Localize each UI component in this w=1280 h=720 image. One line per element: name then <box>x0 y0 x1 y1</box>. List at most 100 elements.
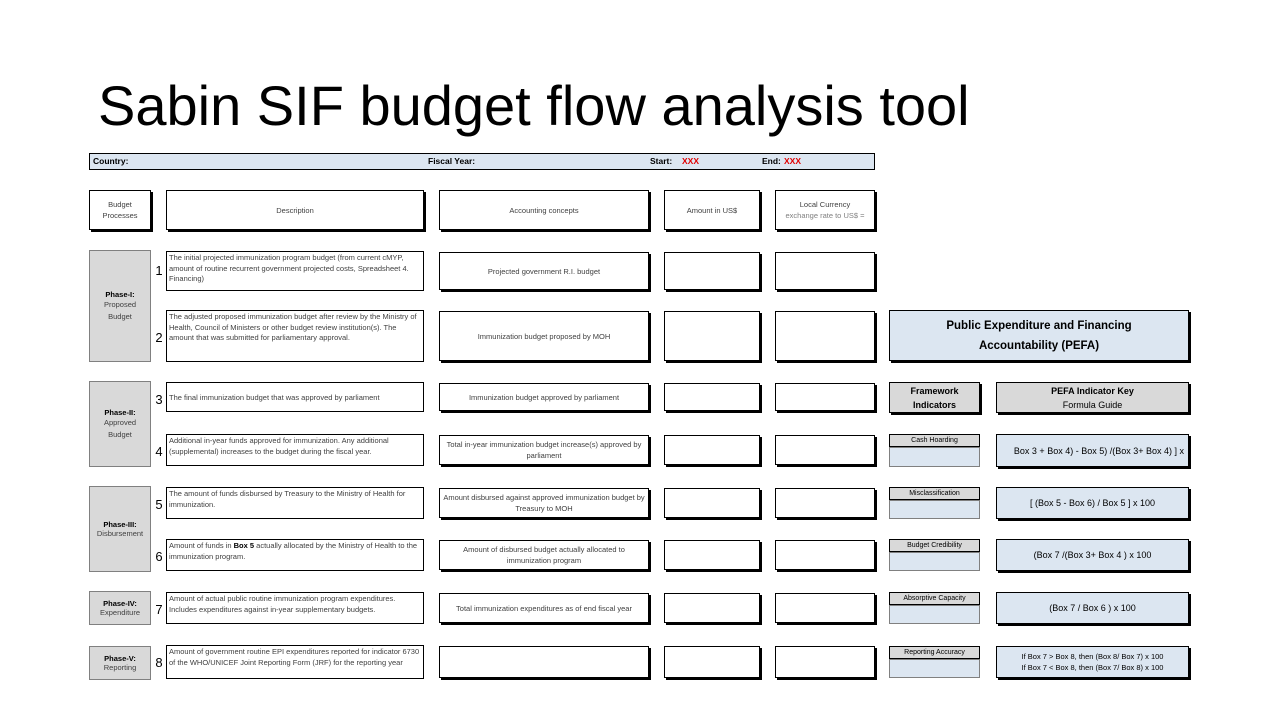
local-currency-input[interactable] <box>775 311 875 361</box>
row-description: The final immunization budget that was a… <box>166 382 424 412</box>
phase-2-box: Phase-II: Approved Budget <box>89 381 151 467</box>
indicator-formula: (Box 7 /(Box 3+ Box 4 ) x 100 <box>996 539 1189 571</box>
row-number: 3 <box>155 392 163 407</box>
start-label: Start: <box>650 156 673 166</box>
pefa-title-line2: Accountability (PEFA) <box>978 339 1100 352</box>
phase-3-title: Phase-III: <box>103 520 137 529</box>
indicator-value-field[interactable] <box>889 605 980 624</box>
row-concept-text: Total immunization expenditures as of en… <box>456 603 632 613</box>
amount-usd-input[interactable] <box>664 540 760 570</box>
row-number: 5 <box>155 497 163 512</box>
local-currency-input[interactable] <box>775 435 875 465</box>
header-bar: Country: Fiscal Year: Start: XXX End: XX… <box>89 153 875 170</box>
pefa-title-box: Public Expenditure and Financing Account… <box>889 310 1189 361</box>
row-description-text: Amount of funds in <box>169 541 234 550</box>
pefa-title-line1: Public Expenditure and Financing <box>946 319 1132 332</box>
local-currency-input[interactable] <box>775 252 875 290</box>
indicator-value-field[interactable] <box>889 500 980 519</box>
row-description: Amount of government routine EPI expendi… <box>166 645 424 679</box>
local-currency-input[interactable] <box>775 646 875 678</box>
framework-label-line2: Indicators <box>912 399 956 410</box>
indicator-value-field[interactable] <box>889 659 980 678</box>
indicator-value-field[interactable] <box>889 552 980 571</box>
col-exchange-rate-label: exchange rate to US$ = <box>785 211 865 220</box>
page-title: Sabin SIF budget flow analysis tool <box>98 74 970 137</box>
row-number: 1 <box>155 263 163 278</box>
local-currency-input[interactable] <box>775 488 875 518</box>
phase-2-title: Phase-II: <box>104 407 136 417</box>
col-amount: Amount in US$ <box>664 190 760 230</box>
phase-5-box: Phase-V: Reporting <box>89 646 151 680</box>
phase-1-sub: Proposed Budget <box>103 299 137 321</box>
local-currency-input[interactable] <box>775 593 875 623</box>
row-concept-text: Total in-year immunization budget increa… <box>446 440 642 460</box>
indicator-label: Budget Credibility <box>889 539 980 552</box>
start-value: XXX <box>682 156 700 166</box>
pefa-key-line2: Formula Guide <box>1062 399 1123 410</box>
phase-1-box: Phase-I: Proposed Budget <box>89 250 151 362</box>
row-description: Additional in-year funds approved for im… <box>166 434 424 466</box>
row-number: 8 <box>155 655 163 670</box>
amount-usd-input[interactable] <box>664 383 760 411</box>
indicator-label: Absorptive Capacity <box>889 592 980 605</box>
row-concept-text: Immunization budget proposed by MOH <box>477 331 611 341</box>
pefa-key-line1: PEFA Indicator Key <box>1051 385 1134 396</box>
row-concept <box>439 646 649 678</box>
row-description-bold: Box 5 <box>233 541 255 550</box>
row-number: 4 <box>155 444 163 459</box>
amount-usd-input[interactable] <box>664 488 760 518</box>
phase-3-sub: Disbursement <box>96 529 144 538</box>
fiscal-year-label: Fiscal Year: <box>428 156 476 166</box>
indicator-label: Reporting Accuracy <box>889 646 980 659</box>
amount-usd-input[interactable] <box>664 435 760 465</box>
amount-usd-input[interactable] <box>664 646 760 678</box>
phase-5-sub: Reporting <box>103 663 137 672</box>
row-concept-text: Amount of disbursed budget actually allo… <box>463 545 625 565</box>
row-description: Amount of funds in Box 5 actually alloca… <box>166 539 424 571</box>
phase-2-sub: Approved Budget <box>103 417 137 439</box>
row-concept-text: Immunization budget approved by parliame… <box>468 392 620 402</box>
amount-usd-input[interactable] <box>664 593 760 623</box>
col-accounting-concepts: Accounting concepts <box>439 190 649 230</box>
indicator-value-field[interactable] <box>889 447 980 467</box>
row-concept: Amount disbursed against approved immuni… <box>439 488 649 518</box>
phase-1-title: Phase-I: <box>105 289 135 299</box>
row-description: The amount of funds disbursed by Treasur… <box>166 487 424 519</box>
indicator-formula-line2: If Box 7 < Box 8, then (Box 7/ Box 8) x … <box>1021 663 1164 672</box>
pefa-key-header: PEFA Indicator Key Formula Guide <box>996 382 1189 413</box>
col-amount-label: Amount in US$ <box>686 205 738 215</box>
end-label: End: <box>762 156 781 166</box>
local-currency-input[interactable] <box>775 540 875 570</box>
col-local-currency: Local Currency exchange rate to US$ = <box>775 190 875 230</box>
amount-usd-input[interactable] <box>664 252 760 290</box>
row-concept-text: Projected government R.I. budget <box>487 266 601 276</box>
row-concept: Immunization budget approved by parliame… <box>439 383 649 411</box>
row-description: The adjusted proposed immunization budge… <box>166 310 424 362</box>
col-local-currency-label: Local Currency <box>799 200 851 209</box>
row-concept: Total in-year immunization budget increa… <box>439 435 649 465</box>
col-budget-processes: Budget Processes <box>89 190 151 230</box>
amount-usd-input[interactable] <box>664 311 760 361</box>
indicator-label: Misclassification <box>889 487 980 500</box>
local-currency-input[interactable] <box>775 383 875 411</box>
indicator-formula: If Box 7 > Box 8, then (Box 8/ Box 7) x … <box>996 646 1189 678</box>
row-description: The initial projected immunization progr… <box>166 251 424 291</box>
col-description-label: Description <box>276 205 314 215</box>
framework-indicators-header: Framework Indicators <box>889 382 980 413</box>
end-value: XXX <box>784 156 802 166</box>
row-description-text: actually allocated by the Ministry of He… <box>169 541 418 561</box>
phase-5-title: Phase-V: <box>104 654 136 663</box>
col-budget-processes-label: Budget Processes <box>102 200 138 220</box>
indicator-formula: [ (Box 5 - Box 6) / Box 5 ] x 100 <box>996 487 1189 519</box>
framework-label-line1: Framework <box>910 385 959 396</box>
col-accounting-concepts-label: Accounting concepts <box>509 205 579 215</box>
indicator-formula: (Box 7 / Box 6 ) x 100 <box>996 592 1189 624</box>
phase-4-sub: Expenditure <box>99 608 141 617</box>
indicator-formula-line1: If Box 7 > Box 8, then (Box 8/ Box 7) x … <box>1021 652 1164 661</box>
row-number: 7 <box>155 602 163 617</box>
row-concept: Total immunization expenditures as of en… <box>439 593 649 623</box>
indicator-formula: Box 3 + Box 4) - Box 5) /(Box 3+ Box 4) … <box>996 434 1189 467</box>
indicator-label: Cash Hoarding <box>889 434 980 447</box>
row-description: Amount of actual public routine immuniza… <box>166 592 424 624</box>
row-concept: Amount of disbursed budget actually allo… <box>439 540 649 570</box>
